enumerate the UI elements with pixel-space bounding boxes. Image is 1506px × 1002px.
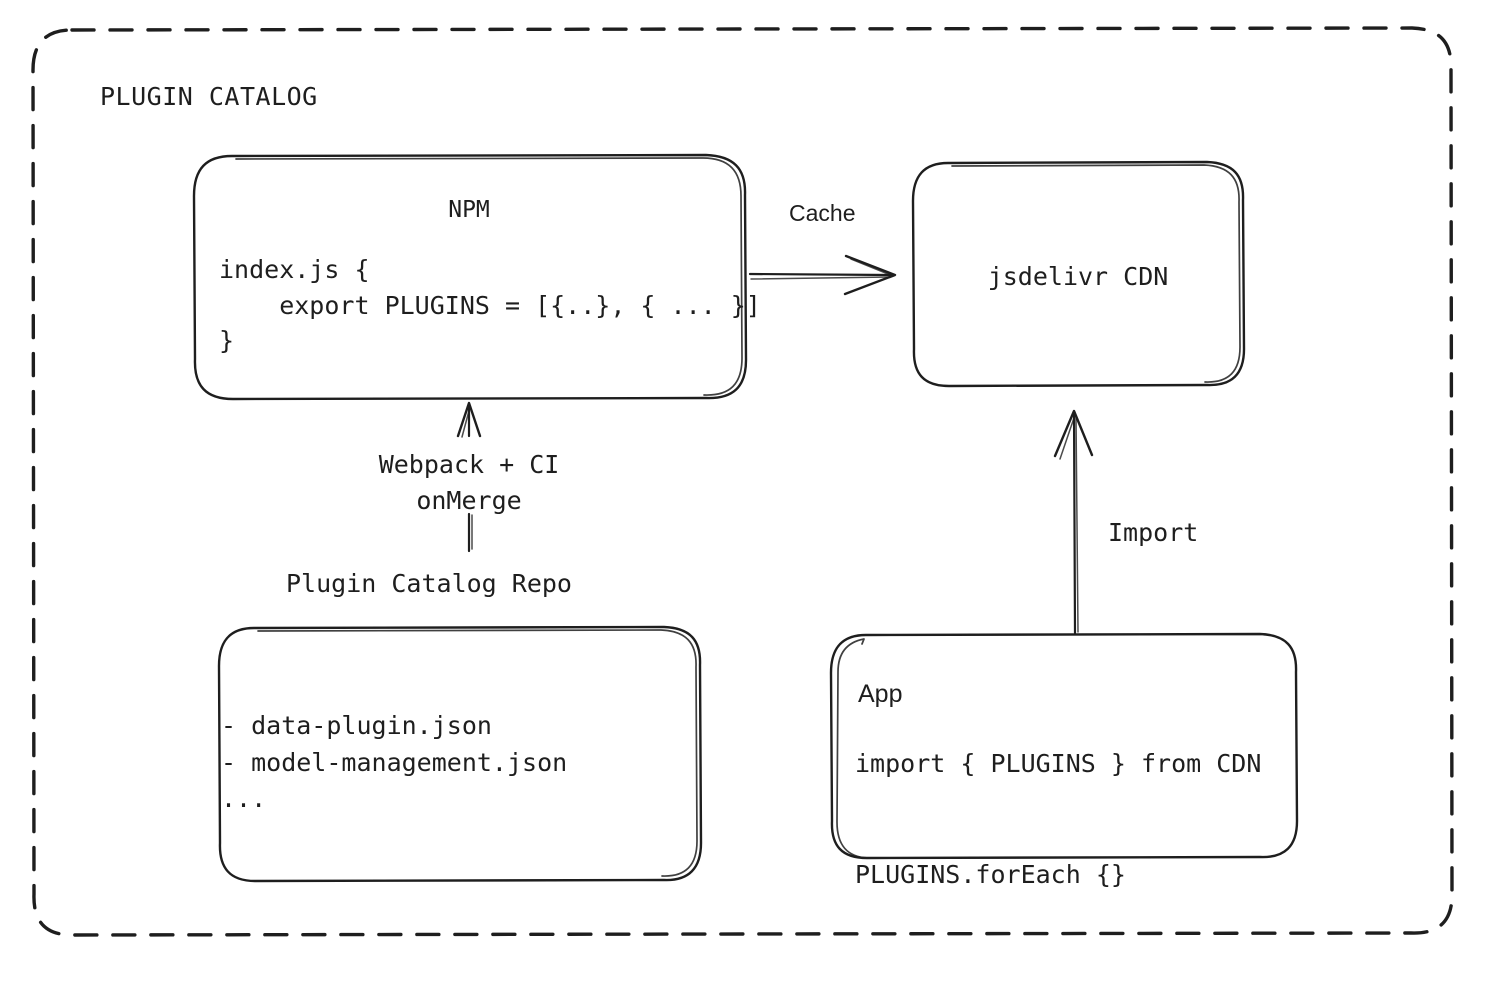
npm-node-shape <box>192 153 748 401</box>
sheet-dashed-border <box>31 26 1454 937</box>
connector-build <box>456 401 482 553</box>
connector-import-label: Import <box>1108 518 1199 547</box>
sheet-title: PLUGIN CATALOG <box>100 82 318 111</box>
cdn-node-title: jsdelivr CDN <box>987 262 1169 291</box>
npm-node-title: NPM <box>448 197 490 223</box>
connector-import <box>1053 409 1094 635</box>
repo-node-file-list: - data-plugin.json - model-management.js… <box>221 711 568 813</box>
connector-build-label: Webpack + CI onMerge <box>378 450 560 515</box>
connector-cache-label: Cache <box>789 200 856 226</box>
app-node-code: import { PLUGINS } from CDN PLUGINS.forE… <box>855 749 1262 889</box>
npm-node-code: index.js { export PLUGINS = [{..}, { ...… <box>219 255 761 355</box>
repo-node-caption: Plugin Catalog Repo <box>286 569 572 598</box>
app-node-shape <box>829 632 1299 860</box>
cdn-node-shape <box>911 160 1246 388</box>
connector-cache <box>748 254 897 296</box>
app-node-title: App <box>858 680 903 708</box>
repo-node-shape <box>217 625 703 883</box>
